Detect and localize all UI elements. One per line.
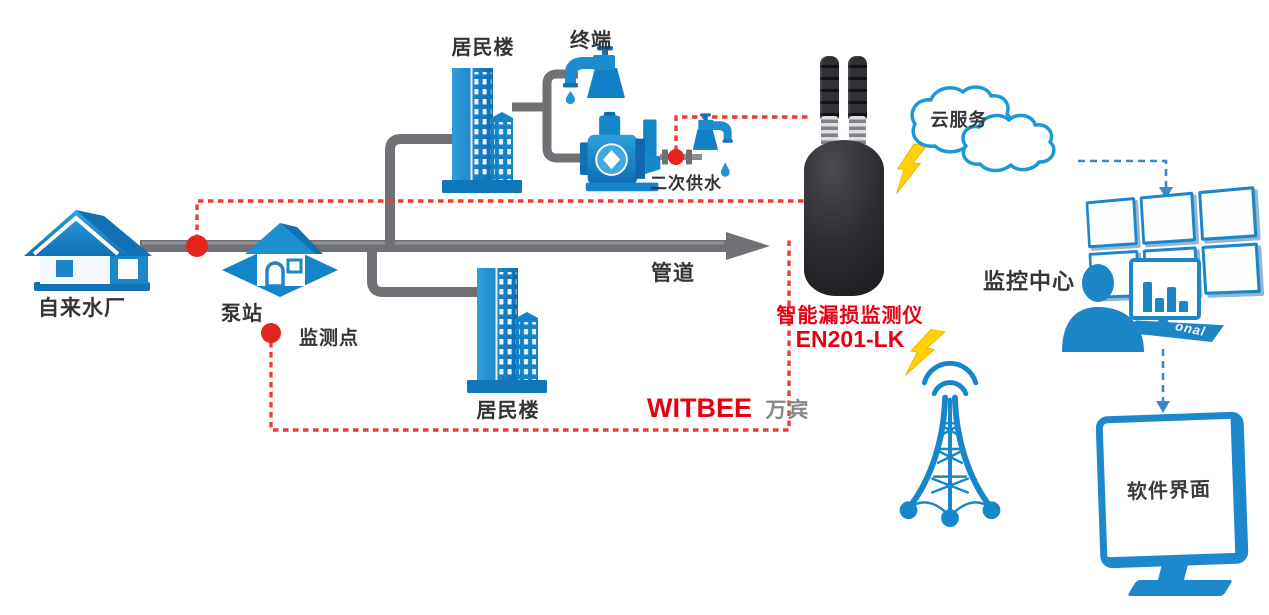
residential-building-bottom-icon bbox=[466, 258, 548, 394]
lightning-bolt-icon bbox=[890, 143, 929, 194]
monitor-stand bbox=[1154, 320, 1172, 329]
cloud-service-icon bbox=[905, 84, 1085, 180]
building-service-pipe bbox=[542, 69, 582, 163]
monitoring-dot-pipe bbox=[186, 235, 208, 257]
device-body bbox=[804, 140, 884, 296]
brand-cn-label: 万宾 bbox=[765, 399, 810, 422]
terminal-label: 终端 bbox=[570, 30, 612, 52]
booster-pump-icon bbox=[580, 110, 668, 194]
monitor-neck bbox=[1158, 564, 1188, 580]
chart-bar bbox=[1154, 298, 1164, 312]
branch-pipe-up bbox=[385, 134, 452, 252]
monitoring-dots bbox=[186, 149, 684, 343]
pipeline-label: 管道 bbox=[651, 262, 695, 285]
brand-en-label: WITBEE bbox=[647, 393, 752, 423]
monitoring-point-label: 监测点 bbox=[299, 328, 360, 349]
shaft-collar bbox=[686, 149, 692, 165]
operator-person-icon bbox=[1060, 262, 1152, 352]
sensor-link-main-pipe bbox=[195, 199, 806, 240]
software-interface-label: 软件界面 bbox=[1126, 478, 1212, 504]
video-wall-screen bbox=[1197, 186, 1258, 241]
shaft-collar bbox=[662, 149, 668, 165]
cloud-service-label: 云服务 bbox=[930, 110, 988, 130]
secondary-supply-faucet-icon bbox=[688, 113, 734, 193]
water-plant-icon bbox=[20, 204, 152, 294]
monitoring-center-label: 监控中心 bbox=[983, 269, 1076, 294]
video-wall-screen bbox=[1085, 196, 1139, 248]
brand-lockup: WITBEE 万宾 bbox=[647, 393, 810, 424]
data-flow-arrows bbox=[1078, 159, 1168, 401]
device-name-label: 智能漏损监测仪 bbox=[776, 305, 924, 327]
chart-bar bbox=[1166, 287, 1176, 312]
sensor-links bbox=[195, 115, 810, 432]
flow-arrowhead bbox=[1159, 187, 1173, 199]
chart-bar bbox=[1178, 301, 1188, 312]
flow-arrowhead bbox=[1156, 401, 1170, 413]
residential-top-label: 居民楼 bbox=[451, 37, 515, 59]
video-wall-screen bbox=[1139, 191, 1196, 245]
video-wall-screen bbox=[1201, 241, 1261, 295]
dashboard-monitor-icon bbox=[1129, 258, 1201, 320]
water-plant-label: 自来水厂 bbox=[38, 297, 126, 320]
pump-station-label: 泵站 bbox=[221, 303, 263, 325]
monitoring-dot-secondary bbox=[668, 149, 684, 165]
software-monitor-screen: 软件界面 bbox=[1095, 411, 1249, 569]
antenna-icon bbox=[820, 56, 839, 120]
monitoring-dot-pump-station bbox=[261, 323, 281, 343]
sensor-link-secondary bbox=[674, 115, 810, 151]
pipe-arrowhead bbox=[726, 232, 770, 260]
monitor-base bbox=[1127, 580, 1233, 596]
pipe-network bbox=[140, 69, 770, 297]
residential-bottom-label: 居民楼 bbox=[476, 400, 540, 422]
water-drop bbox=[720, 162, 730, 177]
flow-cloud-to-center bbox=[1078, 159, 1168, 187]
radio-tower-icon bbox=[898, 360, 1002, 530]
sensor-link-monitoring-point bbox=[269, 239, 791, 432]
chart-bar bbox=[1142, 282, 1152, 312]
pump-station-icon bbox=[219, 208, 341, 298]
lightning-bolt-icon bbox=[899, 324, 946, 382]
terminal-faucet-icon bbox=[560, 46, 632, 105]
software-monitor-icon: 软件界面 bbox=[1095, 411, 1249, 598]
secondary-supply-label: 二次供水 bbox=[650, 174, 722, 193]
antenna-icon bbox=[848, 56, 867, 120]
leak-monitor-device bbox=[804, 54, 886, 296]
branch-pipe-down bbox=[367, 252, 484, 297]
residential-building-top-icon bbox=[441, 58, 523, 194]
water-drop bbox=[565, 91, 575, 105]
device-model-label: EN201-LK bbox=[795, 326, 905, 352]
